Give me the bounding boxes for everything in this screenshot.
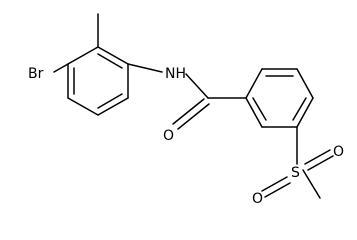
amide-nitrogen-label: NH — [165, 66, 186, 82]
bromine-label: Br — [28, 66, 44, 82]
sulfur-label: S — [291, 165, 300, 181]
left-substituent-bonds — [53, 13, 209, 99]
sulfonyl-bonds — [261, 126, 334, 199]
left-ring-bonds — [67, 46, 129, 116]
sulfonyl-oxygen-bottom-label: O — [252, 191, 263, 207]
right-ring-bonds — [207, 68, 314, 128]
sulfonyl-oxygen-top-label: O — [333, 144, 344, 160]
carbonyl-oxygen-label: O — [163, 128, 174, 144]
carbonyl-bond — [172, 98, 210, 130]
molecule-structure: Br NH O S O O — [28, 13, 344, 207]
